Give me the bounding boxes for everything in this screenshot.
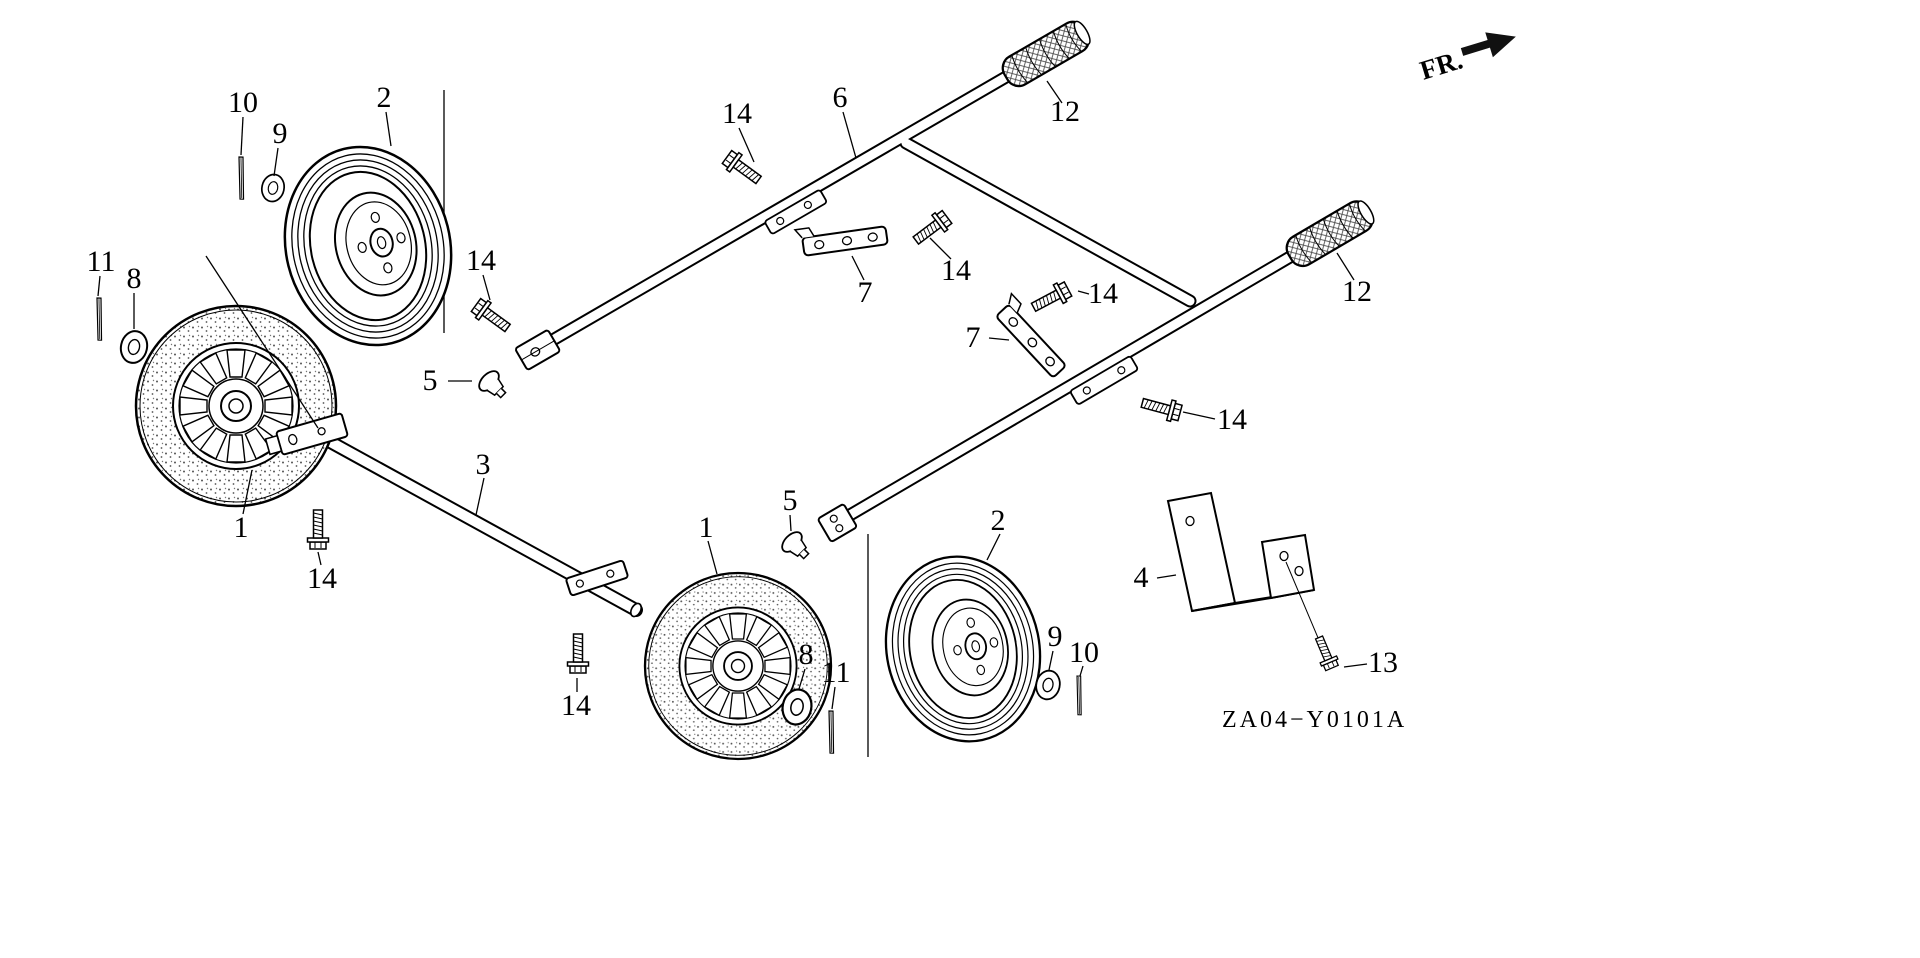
pin-11-bottom <box>826 710 836 754</box>
tube-right-tab-plate <box>1070 355 1139 405</box>
grip-12-lower <box>1280 195 1380 272</box>
part-callout: 11 <box>86 245 116 278</box>
part-callout: 4 <box>1133 561 1149 594</box>
wheel-2-bottom <box>867 541 1059 757</box>
tube6-front-clamp <box>515 329 561 371</box>
tube-right-front-bracket <box>817 503 858 543</box>
part-callout: 7 <box>857 276 873 309</box>
bolt-14-d <box>1027 278 1074 318</box>
stand-bracket-4 <box>1166 491 1325 653</box>
wheel-1-left <box>136 306 336 506</box>
plug-5-right <box>777 527 816 566</box>
pin-11-left <box>94 297 104 341</box>
axle-front-bracket <box>264 412 349 456</box>
stay-plate-7-upper <box>793 216 889 258</box>
part-callout: 8 <box>798 638 814 671</box>
axle-rear-plate <box>565 559 629 597</box>
part-callout: 9 <box>272 117 288 150</box>
part-callout: 14 <box>941 254 971 287</box>
part-callout: 14 <box>722 97 752 130</box>
part-callout: 1 <box>233 511 249 544</box>
bolt-14-a <box>720 147 766 190</box>
washer-9-top <box>258 171 288 205</box>
pin-10-top <box>236 156 246 200</box>
part-callout: 11 <box>821 656 851 689</box>
part-callout: 5 <box>422 364 438 397</box>
part-callout: 9 <box>1047 620 1063 653</box>
part-callout: 14 <box>1088 277 1118 310</box>
part-callout: 14 <box>561 689 591 722</box>
part-callout: 1 <box>698 511 714 544</box>
part-callout: 2 <box>376 81 392 114</box>
part-callout: 6 <box>832 81 848 114</box>
part-callout: 12 <box>1342 275 1372 308</box>
part-callout: 10 <box>228 86 258 119</box>
pin-10-bottom <box>1075 675 1084 716</box>
part-callout: 2 <box>990 504 1006 537</box>
bolt-14-c <box>908 207 955 250</box>
washer-8-left <box>116 327 152 367</box>
front-direction-arrow <box>1460 32 1516 58</box>
bolt-14-e <box>1138 392 1184 424</box>
part-callout: 14 <box>307 562 337 595</box>
part-callout: 14 <box>1217 403 1247 436</box>
part-callout: 12 <box>1050 95 1080 128</box>
part-callout: 5 <box>782 484 798 517</box>
tube6-tab-plate <box>764 189 828 235</box>
part-callout: 7 <box>965 321 981 354</box>
part-callout: 14 <box>466 244 496 277</box>
frame-tube-6 <box>525 70 1297 529</box>
part-callout: 10 <box>1069 636 1099 669</box>
diagram-code: ZA04−Y0101A <box>1222 707 1408 733</box>
plug-5-left <box>474 366 513 405</box>
leader-lines <box>97 80 1368 710</box>
grip-12-upper <box>996 15 1096 92</box>
part-callout: 13 <box>1368 646 1398 679</box>
bolt-14-g <box>566 633 590 674</box>
bolt-14-f <box>306 509 330 550</box>
bolt-14-b <box>469 295 515 338</box>
bolt-13 <box>1310 633 1341 673</box>
part-callout: 8 <box>126 262 142 295</box>
part-callout: 3 <box>475 448 491 481</box>
